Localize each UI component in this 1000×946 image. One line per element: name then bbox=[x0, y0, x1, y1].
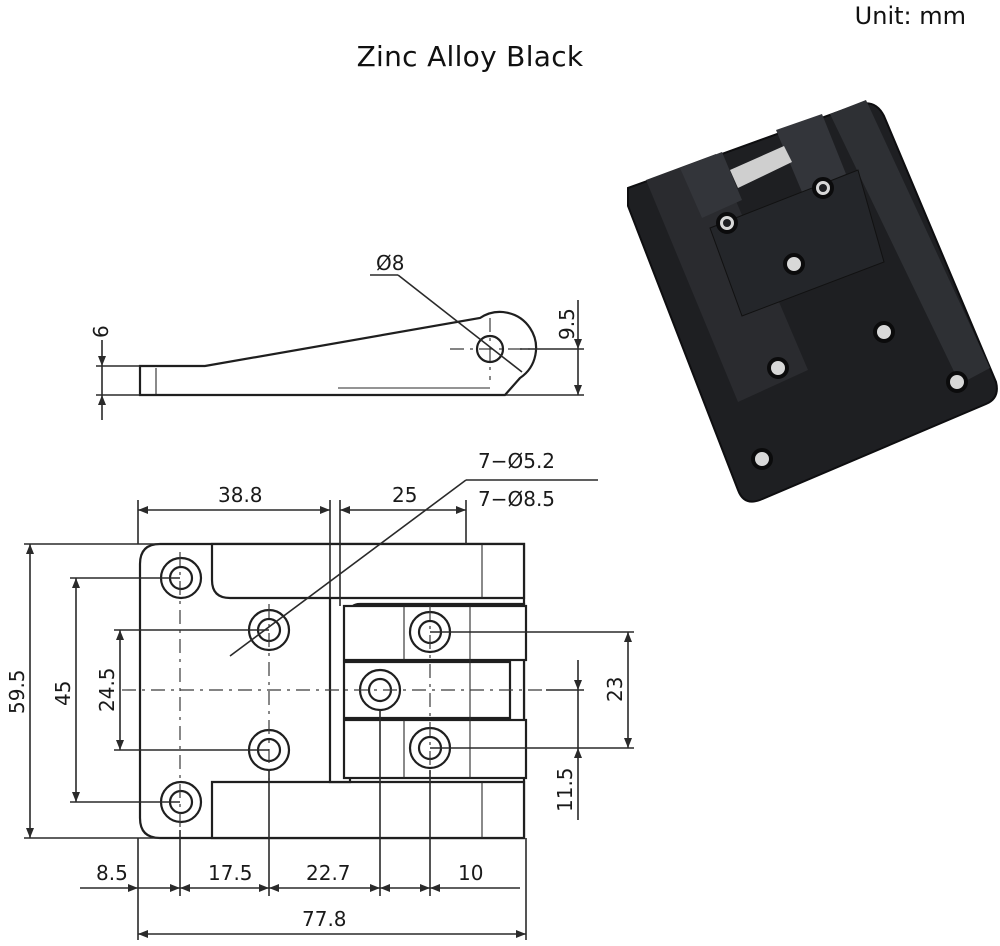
bottom-dim-4: 10 bbox=[458, 861, 483, 885]
top-dim-2: 25 bbox=[392, 483, 417, 507]
hole-small-label: 7−Ø5.2 bbox=[478, 449, 555, 473]
left-dim-hole-span: 45 bbox=[51, 681, 75, 706]
top-dim-1: 38.8 bbox=[218, 483, 263, 507]
hole-large-label: 7−Ø8.5 bbox=[478, 487, 555, 511]
thickness-label: 6 bbox=[89, 325, 113, 338]
bottom-dim-1: 8.5 bbox=[96, 861, 128, 885]
unit-label: Unit: mm bbox=[854, 2, 966, 30]
right-dim-knuckle-span: 23 bbox=[603, 677, 627, 702]
side-view: Ø8 6 9.5 bbox=[89, 251, 584, 420]
left-dim-height: 59.5 bbox=[5, 669, 29, 714]
bottom-dim-3: 22.7 bbox=[306, 861, 351, 885]
right-dim-half: 11.5 bbox=[553, 767, 577, 812]
left-dim-inner: 24.5 bbox=[95, 667, 119, 712]
bottom-dim-2: 17.5 bbox=[208, 861, 253, 885]
knuckle-height-label: 9.5 bbox=[555, 308, 579, 340]
overall-width-label: 77.8 bbox=[302, 907, 347, 931]
page-title: Zinc Alloy Black bbox=[356, 40, 584, 73]
front-view: 7−Ø5.2 7−Ø8.5 38.8 25 59.5 45 bbox=[5, 449, 634, 940]
pin-diameter-label: Ø8 bbox=[376, 251, 404, 275]
hinge-product-icon bbox=[627, 100, 998, 503]
